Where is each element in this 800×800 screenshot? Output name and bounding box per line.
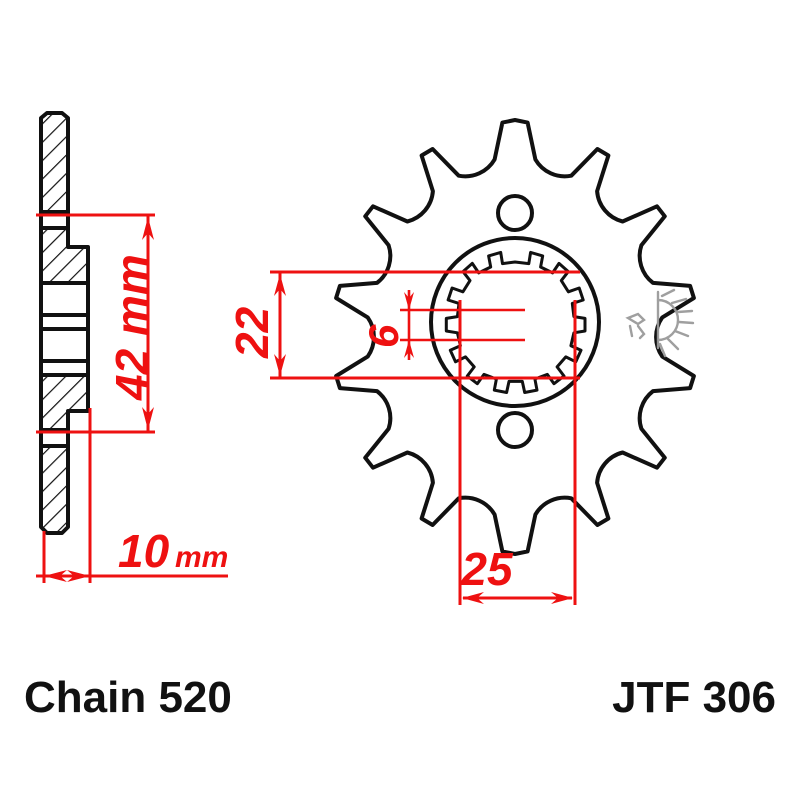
dimension-42mm-label: 42 mm — [106, 254, 158, 401]
dimension-25: 25 — [458, 300, 577, 605]
sprocket-watermark-icon — [625, 288, 695, 358]
section-lower-tooth — [39, 444, 70, 535]
bolt-hole-bottom — [496, 411, 534, 449]
dimension-6-label: 6 — [360, 324, 407, 348]
dimension-42mm: 42 mm — [36, 213, 158, 434]
dimension-10mm: 10 mm — [36, 408, 228, 583]
dimension-25-label: 25 — [460, 543, 514, 595]
front-view-sprocket — [334, 118, 696, 556]
section-upper-tooth — [39, 111, 70, 214]
dimension-10mm-value: 10 — [118, 525, 170, 577]
section-hub-barrel — [39, 281, 90, 377]
dimension-22-label: 22 — [226, 306, 278, 359]
hub-circle — [429, 236, 601, 408]
part-number-label: JTF 306 — [612, 673, 776, 722]
dimension-22: 22 — [226, 270, 580, 380]
side-section-view — [39, 111, 90, 535]
sprocket-teeth-outline — [334, 118, 696, 556]
splined-bore — [444, 250, 587, 394]
chain-label: Chain 520 — [24, 673, 232, 722]
bolt-hole-top — [496, 194, 534, 232]
dimension-10mm-unit: mm — [175, 541, 228, 574]
dimension-6: 6 — [360, 290, 525, 360]
